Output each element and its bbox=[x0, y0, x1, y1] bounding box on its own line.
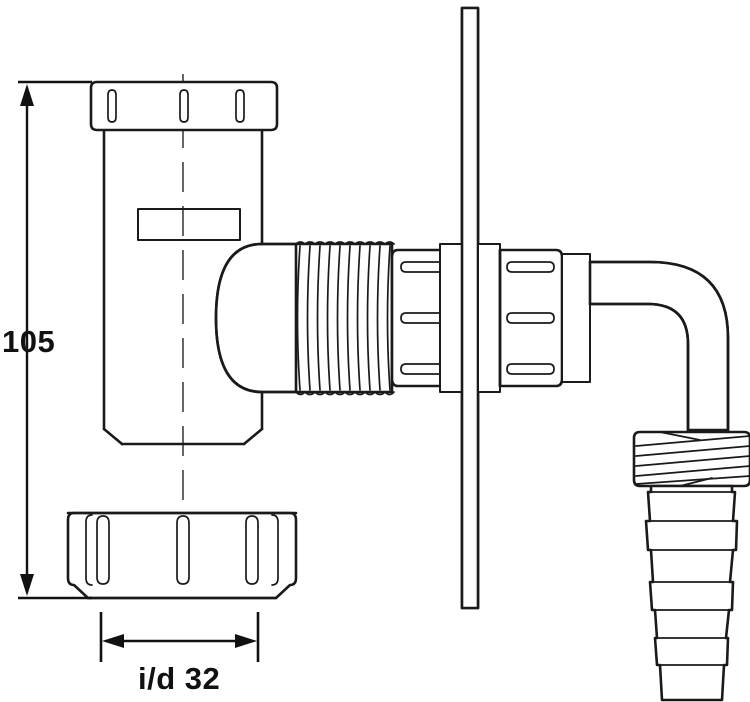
body-outlet-elbow bbox=[214, 242, 302, 394]
bottom-nut-grip-slots bbox=[96, 515, 259, 585]
hose-tail-barb-lines bbox=[645, 491, 738, 666]
top-nut bbox=[89, 80, 279, 132]
body-label-panel bbox=[137, 208, 241, 241]
hose-tail bbox=[644, 484, 739, 702]
threaded-spigot bbox=[294, 241, 395, 396]
dimension-height-label: 105 bbox=[2, 324, 55, 359]
hose-tail-thread bbox=[632, 430, 750, 488]
hose-tail-thread-lines bbox=[635, 431, 750, 487]
spigot-threads bbox=[296, 245, 391, 391]
wall-nut-right bbox=[477, 243, 591, 393]
dimension-height: 105 bbox=[2, 80, 92, 600]
wall-nut-left bbox=[390, 243, 463, 393]
bottom-nut bbox=[66, 511, 298, 600]
top-nut-grip-slots bbox=[107, 89, 245, 123]
dimension-inner-diameter-label: i/d 32 bbox=[138, 661, 220, 696]
trap-body bbox=[102, 128, 264, 446]
elbow bbox=[588, 260, 730, 434]
wall-nut-right-grip-slots bbox=[506, 261, 555, 375]
dimension-inner-diameter: i/d 32 bbox=[99, 612, 260, 696]
wall-plate-front bbox=[460, 6, 480, 610]
